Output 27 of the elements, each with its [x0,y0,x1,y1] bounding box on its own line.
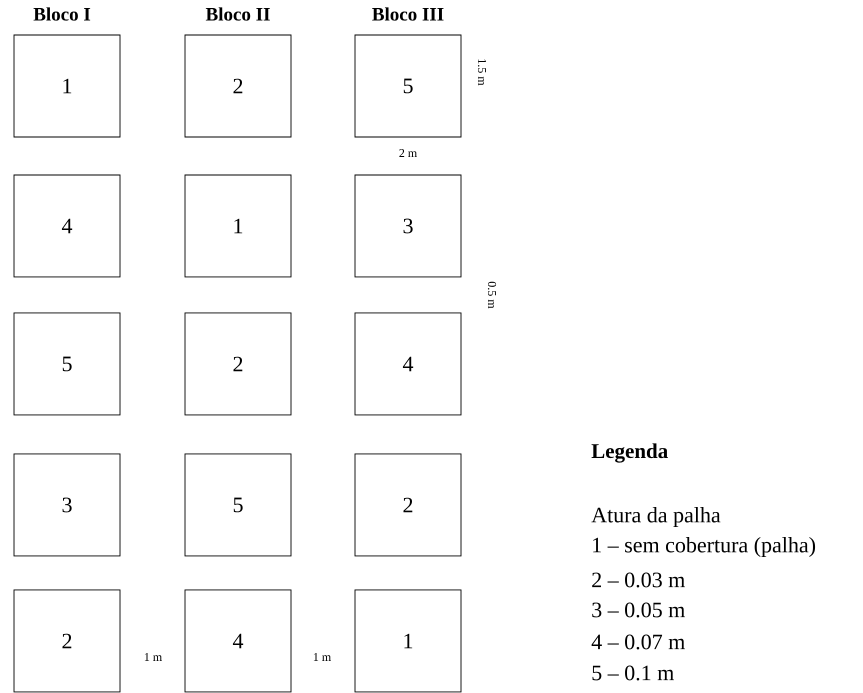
plot-box: 1 [354,590,462,692]
dimension-label: 0.5 m [488,282,496,308]
legend-item: 1 – sem cobertura (palha) [593,537,816,557]
legend-item: 4 – 0.07 m [592,634,685,650]
plot-box: 1 [14,34,120,138]
legend-title: Legenda [592,443,668,463]
legend-item: 2 – 0.03 m [592,572,685,588]
plot-box: 2 [184,34,292,138]
plot-box: 2 [184,312,292,416]
legend-item: 5 – 0.1 m [592,666,674,680]
plot-box: 3 [14,454,120,556]
plot-box: 4 [14,174,120,278]
plot-box: 4 [354,312,462,416]
plot-box: 2 [354,454,462,556]
plot-box: 5 [354,34,462,138]
plot-box: 2 [14,590,120,692]
legend-item: 3 – 0.05 m [592,602,685,618]
dimension-label: 1 m [144,653,162,661]
plot-box: 4 [184,590,292,692]
plot-box: 5 [14,312,120,416]
dimension-label: 2 m [399,149,417,157]
plot-box: 1 [184,174,292,278]
dimension-label: 1 m [314,653,331,661]
plot-box: 3 [354,174,462,278]
plot-box: 5 [184,454,292,556]
dimension-label: 1.5 m [478,59,486,86]
legend-item: Atura da palha [591,507,720,527]
